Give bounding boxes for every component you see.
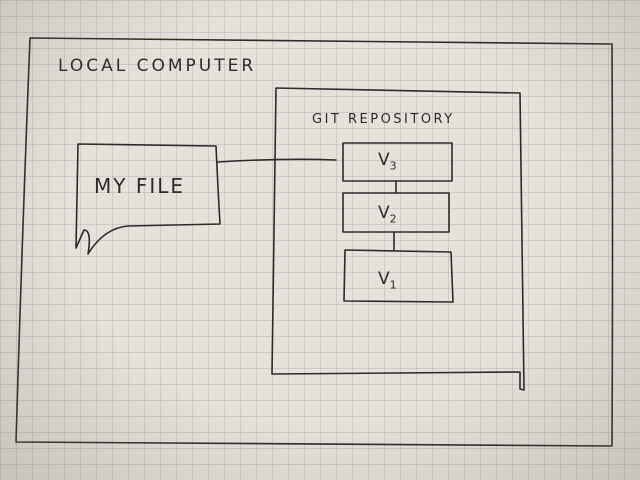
version-letter: V — [378, 269, 390, 289]
local-computer-label: LOCAL COMPUTER — [58, 56, 257, 76]
my-file-shape — [75, 143, 221, 255]
git-repository-label: GIT REPOSITORY — [312, 112, 455, 127]
local-computer-box — [15, 37, 614, 447]
v2-box — [342, 192, 450, 233]
version-letter: V — [378, 203, 390, 223]
git-repository-box — [271, 87, 525, 391]
my-file-label: MY FILE — [94, 174, 186, 198]
version-v1-label: V1 — [378, 269, 397, 291]
version-subscript: 3 — [389, 159, 397, 173]
version-letter: V — [378, 150, 390, 170]
version-subscript: 1 — [389, 278, 397, 292]
version-v2-label: V2 — [378, 203, 397, 225]
version-subscript: 2 — [389, 212, 397, 226]
version-v3-label: V3 — [378, 150, 397, 172]
v3-box — [342, 142, 453, 182]
v1-box — [343, 249, 454, 303]
file-to-v3-connector — [217, 158, 337, 163]
